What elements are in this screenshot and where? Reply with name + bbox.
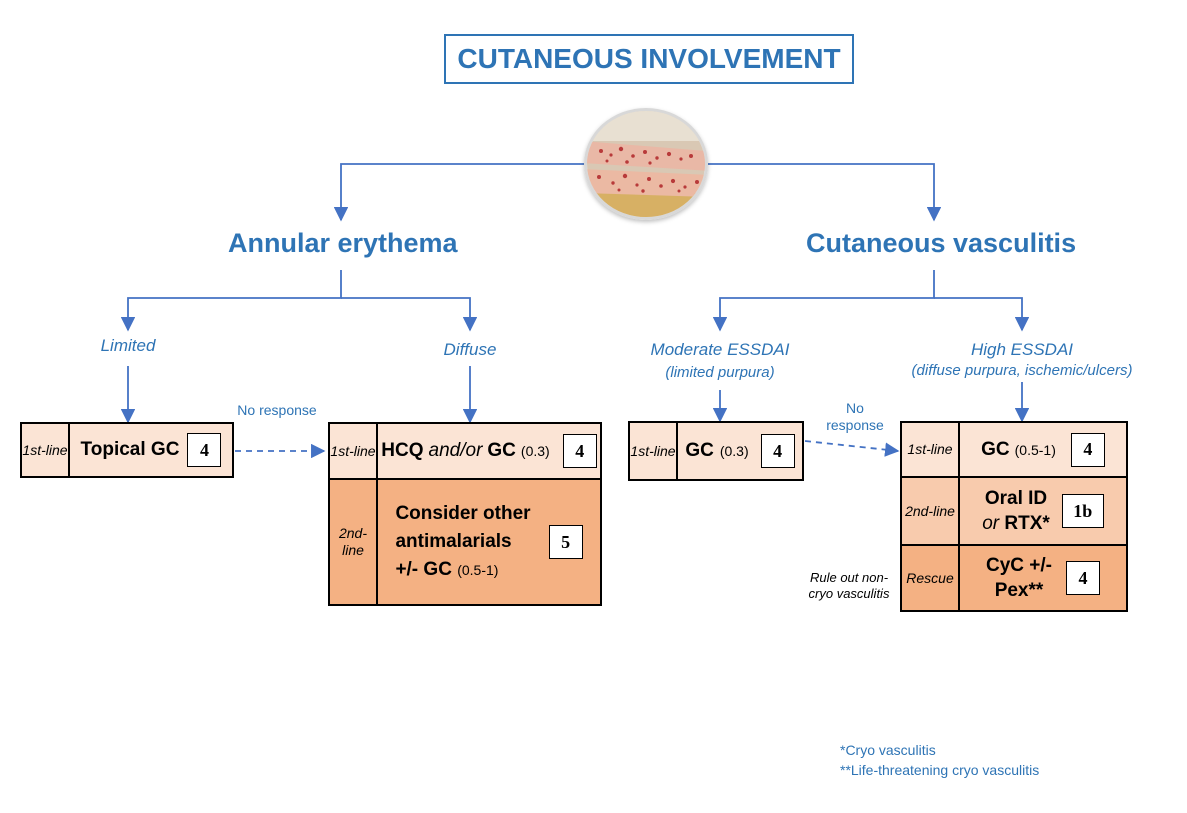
treatment-cell: CyC +/- Pex** 4 xyxy=(960,546,1126,610)
treatment-cell: Consider other antimalarials +/- GC (0.5… xyxy=(378,480,600,604)
evidence-level-badge: 4 xyxy=(1070,432,1105,467)
footnote-cryo: *Cryo vasculitis xyxy=(840,742,936,758)
table-diffuse: 1st-line HCQ and/or GC (0.3) 4 2nd-line … xyxy=(328,422,602,606)
table-row: 1st-line GC (0.3) 4 xyxy=(630,423,802,479)
table-row: 2nd-line Oral ID or RTX* 1b xyxy=(902,478,1126,546)
line-label: 2nd-line xyxy=(902,478,960,544)
table-limited: 1st-line Topical GC 4 xyxy=(20,422,234,478)
table-row: Rescue CyC +/- Pex** 4 xyxy=(902,546,1126,610)
page-title: CUTANEOUS INVOLVEMENT xyxy=(444,34,854,84)
treatment-cell: GC (0.5-1) 4 xyxy=(960,423,1126,476)
treatment-cell: HCQ and/or GC (0.3) 4 xyxy=(378,424,600,478)
treatment-line-1: Consider other xyxy=(395,503,531,524)
evidence-level-badge: 4 xyxy=(760,434,795,468)
treatment-cell: GC (0.3) 4 xyxy=(678,423,802,479)
treatment-line-1: CyC +/- xyxy=(986,555,1052,576)
treatment-text: Topical GC xyxy=(80,439,180,460)
arrow-to-limited xyxy=(120,270,342,332)
rule-out-note: Rule out non-cryo vasculitis xyxy=(808,570,890,601)
treatment-line-2: or RTX* xyxy=(982,511,1050,536)
no-response-label-right: No response xyxy=(826,400,884,433)
no-response-label-left: No response xyxy=(237,402,317,418)
arrow-to-moderate xyxy=(712,270,935,332)
label-high-essdai: High ESSDAI xyxy=(970,340,1074,359)
dose-text: (0.3) xyxy=(719,443,749,459)
arrow-to-cutaneous-vasculitis xyxy=(708,163,942,222)
treatment-text-block: Consider other antimalarials +/- GC (0.5… xyxy=(395,500,530,584)
treatment-line-3: +/- GC (0.5-1) xyxy=(395,556,530,584)
treatment-cell: Topical GC 4 xyxy=(70,424,232,476)
line-label: 1st-line xyxy=(22,424,70,476)
label-high-sub: (diffuse purpura, ischemic/ulcers) xyxy=(911,362,1133,379)
line-label: 1st-line xyxy=(630,423,678,479)
conjunction-text: and/or xyxy=(428,440,483,461)
arrow-to-annular-erythema xyxy=(333,163,584,222)
footnote-life-threatening: **Life-threatening cryo vasculitis xyxy=(840,762,1040,778)
drug-hcq: HCQ xyxy=(381,440,424,461)
dose-text: (0.3) xyxy=(520,443,550,459)
dose-text: (0.5-1) xyxy=(457,562,499,578)
drug-gc: GC xyxy=(685,440,714,461)
table-moderate-essdai: 1st-line GC (0.3) 4 xyxy=(628,421,804,481)
line-label: 1st-line xyxy=(902,423,960,476)
label-diffuse: Diffuse xyxy=(443,340,497,359)
table-row: 1st-line GC (0.5-1) 4 xyxy=(902,423,1126,478)
evidence-level-badge: 1b xyxy=(1061,494,1104,528)
treatment-gc: +/- GC xyxy=(395,559,452,580)
line-label: Rescue xyxy=(902,546,960,610)
drug-rtx: RTX* xyxy=(1004,513,1050,534)
skin-lesions-photo xyxy=(584,108,708,220)
skin-lesions-image xyxy=(587,111,705,217)
label-moderate-sub: (limited purpura) xyxy=(665,364,775,381)
treatment-text-block: Oral ID or RTX* xyxy=(982,486,1050,536)
table-row: 1st-line HCQ and/or GC (0.3) 4 xyxy=(330,424,600,480)
treatment-cell: Oral ID or RTX* 1b xyxy=(960,478,1126,544)
treatment-line-1: Oral ID xyxy=(984,488,1048,509)
table-row: 1st-line Topical GC 4 xyxy=(22,424,232,476)
evidence-level-badge: 4 xyxy=(562,434,597,468)
drug-gc: GC xyxy=(981,438,1010,460)
evidence-level-badge: 4 xyxy=(187,433,222,467)
no-response-arrow-right xyxy=(804,440,900,457)
label-moderate-essdai: Moderate ESSDAI xyxy=(650,340,790,359)
line-label: 2nd-line xyxy=(330,480,378,604)
drug-gc: GC xyxy=(487,440,516,461)
evidence-level-badge: 4 xyxy=(1066,561,1100,595)
line-label: 1st-line xyxy=(330,424,378,478)
treatment-text-block: CyC +/- Pex** xyxy=(986,553,1052,603)
footnotes: *Cryo vasculitis **Life-threatening cryo… xyxy=(840,740,1039,780)
dose-text: (0.5-1) xyxy=(1014,441,1056,458)
heading-cutaneous-vasculitis: Cutaneous vasculitis xyxy=(806,228,1077,258)
table-row: 2nd-line Consider other antimalarials +/… xyxy=(330,480,600,604)
conjunction-text: or xyxy=(982,513,1000,534)
evidence-level-badge: 5 xyxy=(548,525,583,559)
arrow-to-high xyxy=(934,297,1030,332)
heading-annular-erythema: Annular erythema xyxy=(228,228,458,258)
arrow-to-diffuse xyxy=(341,297,478,332)
treatment-line-2: Pex** xyxy=(994,580,1044,601)
table-high-essdai: 1st-line GC (0.5-1) 4 2nd-line Oral ID o… xyxy=(900,421,1128,612)
label-limited: Limited xyxy=(100,336,156,355)
treatment-line-2: antimalarials xyxy=(395,531,512,552)
